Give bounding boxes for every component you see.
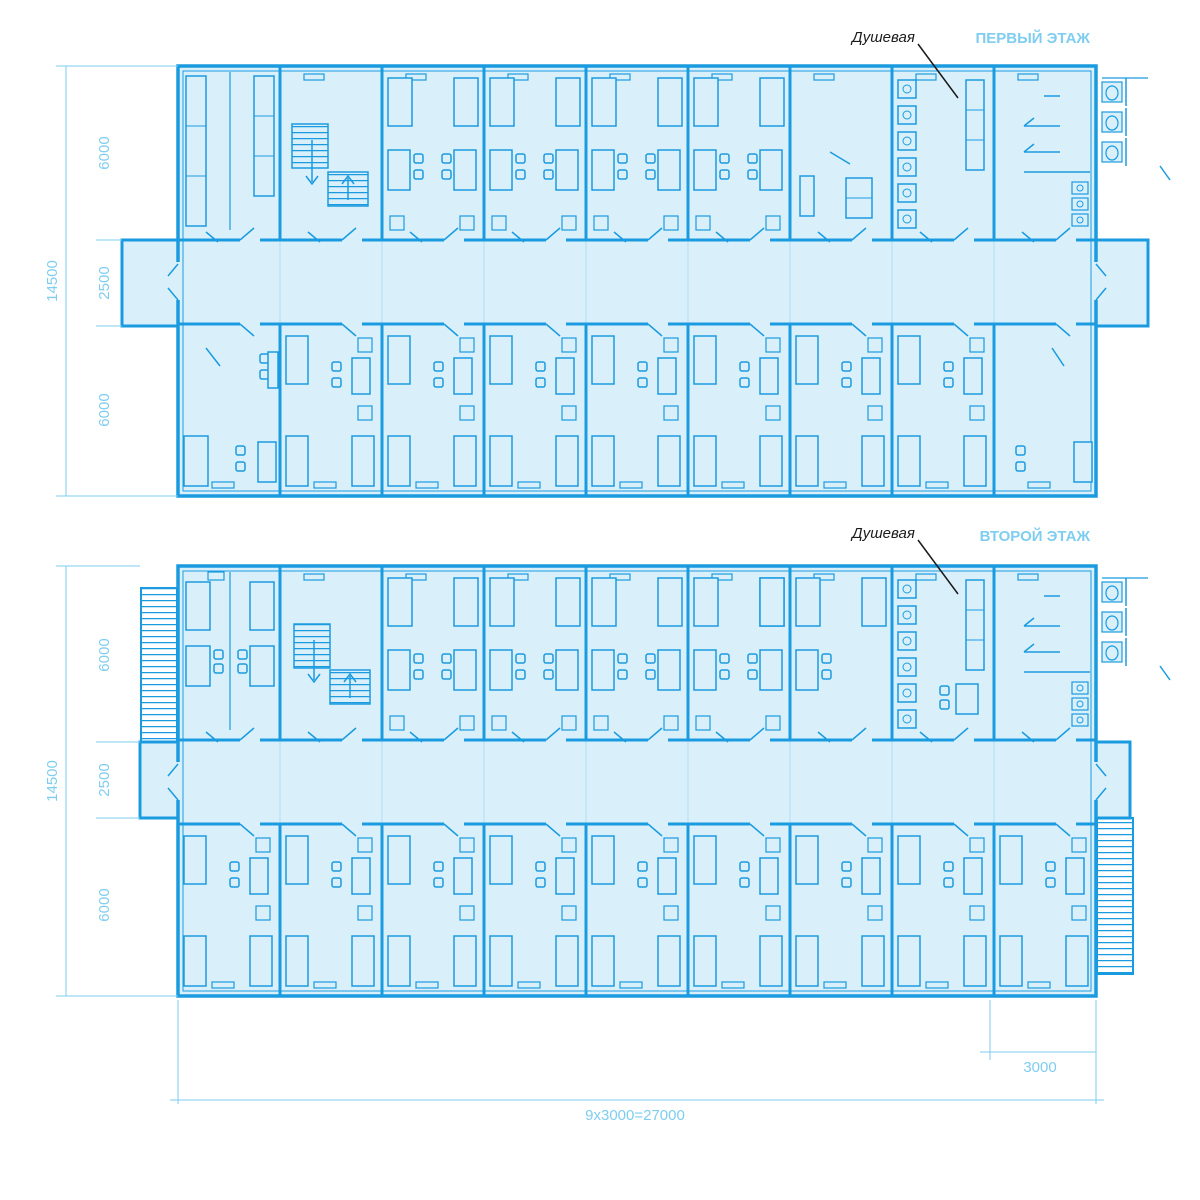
dim-module-width: 3000 <box>1023 1059 1056 1076</box>
second-floor-slab <box>178 566 1096 996</box>
second-floor-walls <box>176 564 1099 998</box>
first-floor-title: ПЕРВЫЙ ЭТАЖ <box>975 29 1090 47</box>
first-floor-slab <box>178 66 1096 496</box>
second-floor-title: ВТОРОЙ ЭТАЖ <box>980 527 1091 545</box>
second-floor-furniture <box>167 571 1171 987</box>
second-floor-dimensions: 14500 6000 2500 6000 <box>44 565 178 997</box>
shower-callout-1: Душевая <box>850 29 915 46</box>
second-floor-plan: 14500 6000 2500 6000 ВТОРОЙ ЭТАЖ Душевая <box>44 525 1171 998</box>
dim-corridor-2: 2500 <box>96 763 113 796</box>
dim-total-1: 14500 <box>44 260 61 302</box>
dim-top-2: 6000 <box>96 638 113 671</box>
first-floor-entrance-right <box>1094 238 1150 328</box>
first-floor-walls <box>176 64 1099 498</box>
second-floor-stair <box>293 623 371 705</box>
second-floor-outdoor-stair-right <box>1096 817 1134 975</box>
second-floor-landing-right <box>1094 740 1132 820</box>
second-floor-outdoor-stair-left <box>140 587 178 743</box>
first-floor-plan: 14500 6000 2500 6000 ПЕРВЫЙ ЭТАЖ Душевая <box>44 29 1171 498</box>
dim-overall-width: 9x3000=27000 <box>585 1107 685 1124</box>
first-floor-entrance-left <box>120 238 180 328</box>
dim-bottom-1: 6000 <box>96 393 113 426</box>
bottom-dimensions: 3000 9x3000=27000 <box>170 1000 1104 1124</box>
shower-callout-2: Душевая <box>850 525 915 542</box>
second-floor-landing-left <box>138 740 180 820</box>
second-floor-callout: Душевая <box>850 525 959 595</box>
first-floor-dimensions: 14500 6000 2500 6000 <box>44 65 178 497</box>
dim-total-2: 14500 <box>44 760 61 802</box>
dim-bottom-2: 6000 <box>96 888 113 921</box>
first-floor-callout: Душевая <box>850 29 959 99</box>
dim-corridor-1: 2500 <box>96 266 113 299</box>
first-floor-furniture <box>167 75 1171 487</box>
first-floor-stair <box>291 123 369 207</box>
dim-top-1: 6000 <box>96 136 113 169</box>
